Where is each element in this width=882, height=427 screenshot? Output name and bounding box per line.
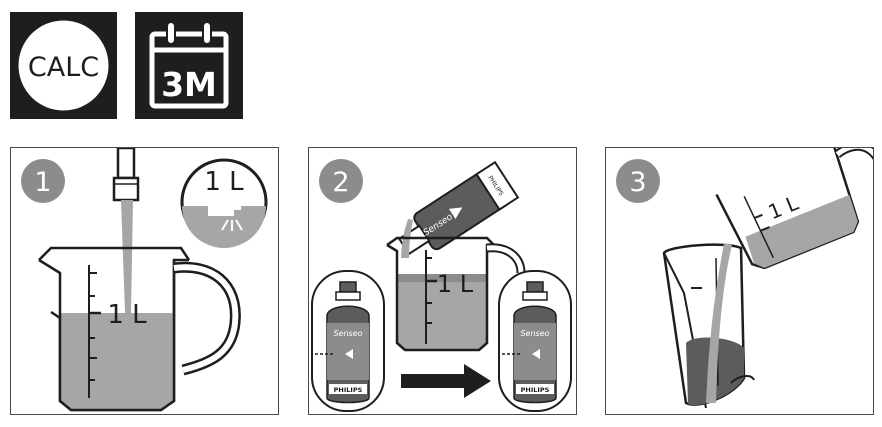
measuring-jug: 1 L — [386, 236, 526, 352]
step-2-jug-label: 1 L — [437, 270, 474, 298]
step-3-number-badge — [616, 159, 660, 203]
step-1-number-badge — [21, 159, 65, 203]
measuring-jug-pouring: 1 L — [715, 148, 873, 270]
water-stream — [121, 200, 133, 313]
tap-water-icon: 1 L — [180, 158, 268, 248]
step-2-panel: 2 PHILIPS Senseo 1 L — [308, 147, 577, 415]
calc-icon-tile: CALC — [10, 12, 117, 119]
calc-label: CALC — [28, 52, 99, 83]
step-2-number: 2 — [332, 167, 349, 198]
step-3-panel: 3 1 L — [605, 147, 874, 415]
measuring-jug: 1 L — [38, 246, 241, 412]
water-stream — [706, 243, 732, 403]
bottle-logo-left: Senseo — [333, 329, 362, 338]
calc-icon: CALC — [18, 20, 109, 111]
descaler-bottle-pouring: PHILIPS Senseo — [397, 160, 520, 256]
step-1-volume-badge: 1 L — [204, 167, 244, 197]
descaler-bottle-full: PHILIPS Senseo — [311, 270, 385, 412]
bottle-brand-left: PHILIPS — [334, 386, 363, 394]
bottle-brand-right: PHILIPS — [521, 386, 550, 394]
descaler-bottle-empty: PHILIPS Senseo — [498, 270, 572, 412]
step-3-number: 3 — [629, 167, 646, 198]
interval-label: 3M — [161, 65, 217, 104]
step-1-jug-label: 1 L — [107, 300, 147, 330]
arrow-right-icon — [401, 364, 491, 398]
faucet-icon — [112, 148, 140, 202]
bottle-logo-right: Senseo — [520, 329, 549, 338]
step-1-number: 1 — [34, 167, 51, 198]
step-1-panel: 1 1 L — [10, 147, 279, 415]
step-2-number-badge — [319, 159, 363, 203]
calendar-icon: 3M — [149, 21, 229, 109]
calendar-icon-tile: 3M — [135, 12, 243, 119]
